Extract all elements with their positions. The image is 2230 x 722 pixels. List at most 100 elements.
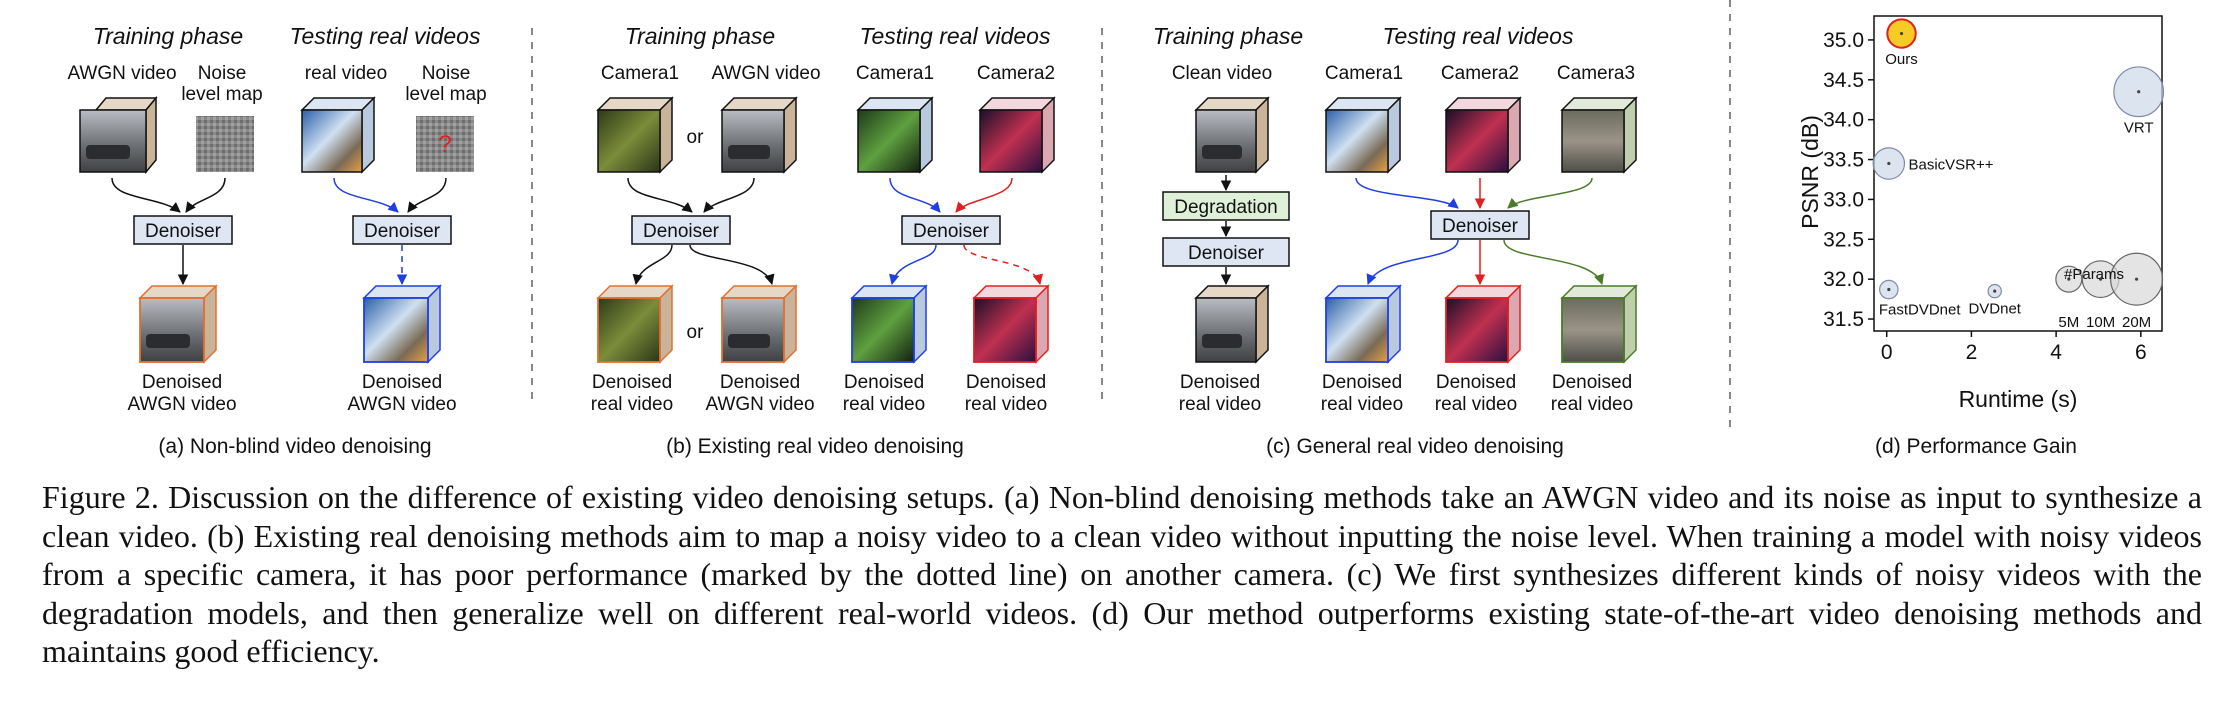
output-label: AWGN video (347, 394, 456, 415)
video-cube (972, 284, 1050, 364)
output-label: Denoised (844, 372, 924, 393)
video-cube (1324, 284, 1402, 364)
or-label: or (687, 127, 705, 148)
size-legend-title: #Params (2064, 266, 2124, 283)
figure-diagram: Training phase Testing real videos AWGN … (67, 0, 2165, 458)
video-cube (720, 284, 798, 364)
y-tick-label: 31.5 (1823, 308, 1864, 331)
subfigure-caption: (a) Non-blind video denoising (158, 435, 431, 458)
input-label: AWGN video (67, 63, 176, 84)
input-label: real video (305, 63, 387, 84)
input-label: Camera2 (1441, 63, 1519, 84)
y-tick-label: 34.0 (1823, 109, 1864, 132)
point-label: BasicVSR++ (1908, 157, 1993, 174)
input-label: Camera1 (856, 63, 934, 84)
y-tick-label: 32.0 (1823, 268, 1864, 291)
point-label: DVDnet (1968, 301, 2021, 318)
size-legend-label: 20M (2122, 314, 2151, 331)
unknown-noise-mark: ? (438, 131, 451, 158)
denoiser-label: Denoiser (145, 221, 222, 242)
video-cube (1444, 284, 1522, 364)
panel-c: Training phase Testing real videos Clean… (1153, 23, 1638, 458)
denoiser-box (1430, 210, 1530, 240)
scatter-point-center (2137, 90, 2141, 94)
output-label: Denoised (1552, 372, 1632, 393)
video-cube (978, 96, 1056, 174)
subfigure-caption: (c) General real video denoising (1266, 435, 1564, 458)
denoiser-box (631, 215, 731, 245)
phase-heading: Testing real videos (860, 23, 1051, 49)
size-legend-label: 5M (2058, 314, 2079, 331)
point-label: Ours (1885, 51, 1918, 68)
denoiser-label: Denoiser (364, 221, 441, 242)
video-cube (79, 95, 158, 175)
video-cube (1560, 284, 1638, 364)
subfigure-caption: (b) Existing real video denoising (666, 435, 964, 458)
video-cube (300, 96, 376, 174)
y-tick-label: 33.5 (1823, 149, 1864, 172)
output-label: Denoised (1436, 372, 1516, 393)
video-cube (720, 96, 798, 174)
input-label: level map (405, 84, 486, 105)
y-tick-label: 32.5 (1823, 228, 1864, 251)
x-tick-label: 4 (2050, 341, 2062, 364)
size-legend-center (2067, 277, 2071, 281)
input-label: level map (181, 84, 262, 105)
output-label: real video (1435, 394, 1517, 415)
video-cube (1194, 284, 1270, 364)
input-label: AWGN video (711, 63, 820, 84)
denoiser-label: Denoiser (1442, 216, 1519, 237)
input-label: Noise (198, 63, 247, 84)
x-axis-label: Runtime (s) (1959, 386, 2078, 412)
y-axis: 31.5 32.0 32.5 33.0 33.5 34.0 34.5 35.0 (1823, 29, 1874, 331)
output-label: AWGN video (127, 394, 236, 415)
x-tick-label: 2 (1966, 341, 1978, 364)
phase-heading: Training phase (93, 23, 243, 49)
y-tick-label: 35.0 (1823, 29, 1864, 52)
degradation-label: Degradation (1174, 197, 1278, 218)
input-label: Camera2 (977, 63, 1055, 84)
input-label: Camera1 (1325, 63, 1403, 84)
y-tick-label: 33.0 (1823, 188, 1864, 211)
output-label: real video (1551, 394, 1633, 415)
video-cube (1324, 96, 1402, 174)
point-label: FastDVDnet (1879, 302, 1962, 319)
output-label: real video (843, 394, 925, 415)
y-tick-label: 34.5 (1823, 69, 1864, 92)
video-cube (362, 284, 442, 364)
scatter-point-center (1887, 161, 1891, 166)
output-label: Denoised (1180, 372, 1260, 393)
video-cube (1194, 96, 1270, 174)
panel-b: Training phase Testing real videos Camer… (591, 23, 1056, 458)
point-label: VRT (2124, 120, 2154, 137)
noise-map (416, 116, 474, 172)
size-legend-label: 10M (2086, 314, 2115, 331)
input-label: Clean video (1172, 63, 1272, 84)
input-label: Camera1 (601, 63, 679, 84)
degradation-box (1162, 191, 1290, 221)
phase-heading: Testing real videos (1383, 23, 1574, 49)
output-label: real video (965, 394, 1047, 415)
input-label: Noise (422, 63, 471, 84)
denoiser-box (1162, 237, 1290, 267)
figure-caption: Figure 2. Discussion on the difference o… (42, 479, 2202, 669)
noise-map (196, 116, 254, 172)
or-label: or (687, 322, 705, 343)
panel-a: Training phase Testing real videos AWGN … (67, 23, 486, 458)
denoiser-box (901, 215, 1001, 245)
output-label: real video (1321, 394, 1403, 415)
size-legend-center (2134, 277, 2139, 281)
output-label: Denoised (142, 372, 222, 393)
denoiser-box (352, 215, 452, 245)
video-cube (1444, 96, 1522, 174)
scatter-point-center (1993, 289, 1997, 293)
output-label: Denoised (592, 372, 672, 393)
video-cube (850, 284, 928, 364)
video-cube (596, 96, 674, 174)
x-tick-label: 0 (1881, 341, 1893, 364)
scatter-point-center (1899, 31, 1904, 36)
output-label: Denoised (1322, 372, 1402, 393)
